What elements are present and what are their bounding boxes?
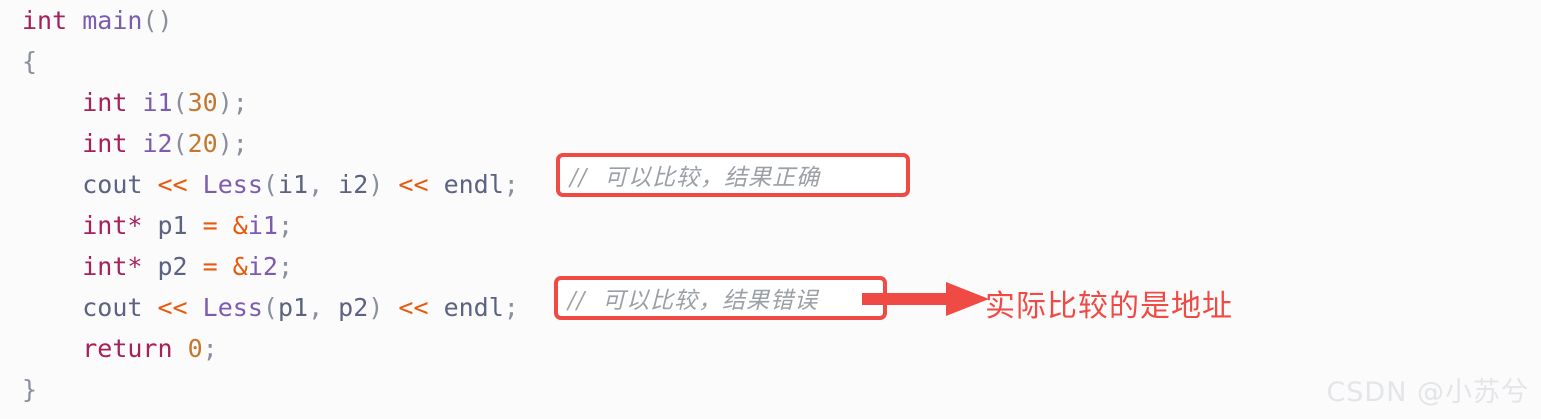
code-token	[127, 88, 142, 117]
code-token: {	[22, 47, 38, 76]
code-token	[142, 211, 157, 240]
code-token: =	[202, 211, 218, 240]
code-token: i2	[142, 129, 173, 158]
code-token: 0	[187, 334, 203, 363]
code-line: return 0;	[22, 328, 519, 369]
code-token: cout	[82, 293, 143, 322]
code-block: int main(){ int i1(30); int i2(20); cout…	[22, 0, 519, 410]
code-line: int i1(30);	[22, 82, 519, 123]
code-token: i2	[338, 170, 369, 199]
comment-box-result-correct: // 可以比较，结果正确	[556, 153, 910, 197]
code-line: int* p1 = &i1;	[22, 205, 519, 246]
callout-note: 实际比较的是地址	[985, 289, 1233, 324]
code-token: ;	[277, 211, 294, 240]
code-token: ;	[277, 252, 294, 281]
code-line: int main()	[22, 0, 519, 41]
code-token: 30	[187, 88, 218, 117]
code-token	[142, 170, 157, 199]
code-token	[188, 252, 203, 281]
code-line: }	[22, 369, 519, 410]
code-token: p1	[277, 293, 309, 322]
code-token: main	[82, 6, 143, 35]
code-token	[67, 6, 82, 35]
code-token: (	[172, 129, 188, 158]
code-token: int*	[82, 252, 143, 281]
code-token	[429, 293, 444, 322]
code-token	[188, 211, 203, 240]
code-token: );	[217, 88, 248, 117]
code-token: )	[368, 293, 384, 322]
code-token: endl	[443, 293, 504, 322]
code-token	[127, 129, 142, 158]
code-token: <<	[157, 170, 188, 199]
code-token: (	[262, 293, 278, 322]
comment-box-2-text: // 可以比较，结果错误	[568, 288, 819, 314]
code-token: cout	[82, 170, 143, 199]
code-token: (	[262, 170, 278, 199]
code-token: int	[22, 6, 68, 35]
code-token: p2	[338, 293, 369, 322]
code-token: );	[217, 129, 248, 158]
code-token: }	[22, 375, 38, 404]
code-token: endl	[443, 170, 504, 199]
code-token	[218, 211, 233, 240]
code-token: return	[82, 334, 173, 363]
code-token	[173, 334, 188, 363]
code-line: cout << Less(i1, i2) << endl;	[22, 164, 519, 205]
code-token: Less	[202, 170, 263, 199]
code-token: 20	[187, 129, 218, 158]
code-token	[383, 293, 398, 322]
code-token	[142, 293, 157, 322]
code-line: cout << Less(p1, p2) << endl;	[22, 287, 519, 328]
code-line: int i2(20);	[22, 123, 519, 164]
code-token	[429, 170, 444, 199]
code-line: int* p2 = &i2;	[22, 246, 519, 287]
code-token: &	[232, 252, 248, 281]
code-token: i2	[247, 252, 278, 281]
code-token: &	[232, 211, 248, 240]
code-token	[218, 252, 233, 281]
code-token: ,	[308, 170, 339, 199]
comment-box-1-text: // 可以比较，结果正确	[570, 165, 821, 191]
code-token: int*	[82, 211, 143, 240]
code-token: <<	[398, 170, 429, 199]
code-token: =	[202, 252, 218, 281]
code-token: p1	[157, 211, 188, 240]
watermark: CSDN @小苏兮	[1326, 377, 1529, 408]
code-token	[188, 170, 203, 199]
code-token: ,	[308, 293, 339, 322]
code-token: p2	[157, 252, 188, 281]
code-token	[383, 170, 398, 199]
code-token: ;	[503, 170, 519, 199]
code-token: (	[172, 88, 188, 117]
code-token	[142, 252, 157, 281]
code-line: {	[22, 41, 519, 82]
code-token: i1	[277, 170, 309, 199]
code-token: <<	[157, 293, 188, 322]
code-token: <<	[398, 293, 429, 322]
code-token: ()	[142, 6, 173, 35]
code-token: i1	[142, 88, 173, 117]
code-token: int	[82, 129, 128, 158]
code-token	[188, 293, 203, 322]
code-token: Less	[202, 293, 263, 322]
code-token: int	[82, 88, 128, 117]
code-token: ;	[503, 293, 519, 322]
comment-box-result-wrong: // 可以比较，结果错误	[554, 276, 887, 320]
code-token: )	[368, 170, 384, 199]
code-token: ;	[202, 334, 218, 363]
code-token: i1	[247, 211, 278, 240]
